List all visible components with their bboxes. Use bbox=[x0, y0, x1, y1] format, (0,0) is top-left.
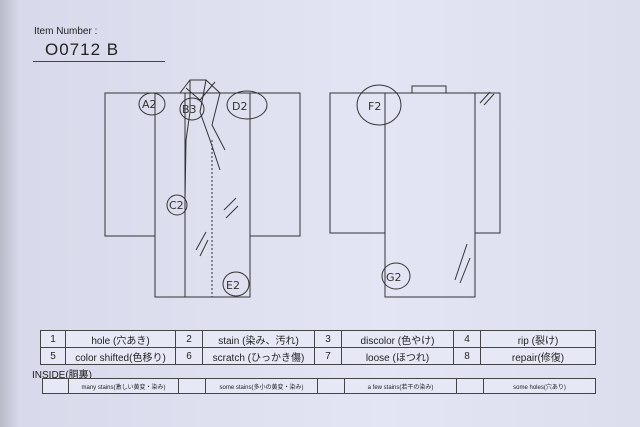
item-number-label: Item Number : bbox=[34, 26, 98, 37]
inside-title: INSIDE(胴裏) bbox=[32, 370, 92, 381]
inside-row: many stains(激しい黄変・染み) some stains(多小の黄変・… bbox=[42, 378, 596, 394]
inside-table: many stains(激しい黄変・染み) some stains(多小の黄変・… bbox=[42, 378, 596, 394]
legend-code: 5 bbox=[40, 347, 66, 365]
annotation-d2: D2 bbox=[232, 100, 247, 113]
legend-label: stain (染み、汚れ) bbox=[202, 330, 315, 348]
legend-code: 4 bbox=[453, 330, 481, 348]
annotation-a2: A2 bbox=[142, 98, 157, 111]
legend-label: hole (穴あき) bbox=[65, 330, 176, 348]
legend-code: 3 bbox=[314, 330, 342, 348]
legend-label: discolor (色やけ) bbox=[341, 330, 454, 348]
checkbox-cell[interactable] bbox=[317, 378, 345, 394]
annotation-b3: B3 bbox=[182, 103, 197, 116]
checkbox-cell[interactable] bbox=[456, 378, 484, 394]
inside-label: a few stains(若干の染み) bbox=[344, 378, 457, 394]
legend-code: 2 bbox=[175, 330, 203, 348]
inside-label: many stains(激しい黄変・染み) bbox=[68, 378, 179, 394]
annotation-g2: G2 bbox=[386, 271, 402, 284]
legend-label: scratch (ひっかき傷) bbox=[202, 347, 315, 365]
legend-label: loose (ほつれ) bbox=[341, 347, 454, 365]
item-number: O0712 B bbox=[45, 40, 120, 59]
annotation-c2: C2 bbox=[169, 199, 184, 212]
legend-label: rip (裂け) bbox=[480, 330, 596, 348]
legend-code: 6 bbox=[175, 347, 203, 365]
annotation-e2: E2 bbox=[226, 279, 240, 292]
checkbox-cell[interactable] bbox=[178, 378, 206, 394]
inside-label: some holes(穴あり) bbox=[483, 378, 596, 394]
legend-code: 7 bbox=[314, 347, 342, 365]
inside-label: some stains(多小の黄変・染み) bbox=[205, 378, 318, 394]
underline bbox=[33, 61, 165, 62]
front-view bbox=[104, 79, 301, 298]
legend-code: 8 bbox=[453, 347, 481, 365]
legend-label: color shifted(色移り) bbox=[65, 347, 176, 365]
checkbox-cell[interactable] bbox=[42, 378, 69, 394]
legend-code: 1 bbox=[40, 330, 66, 348]
annotation-f2: F2 bbox=[368, 100, 381, 113]
back-view bbox=[329, 84, 501, 298]
legend-label: repair(修復) bbox=[480, 347, 596, 365]
